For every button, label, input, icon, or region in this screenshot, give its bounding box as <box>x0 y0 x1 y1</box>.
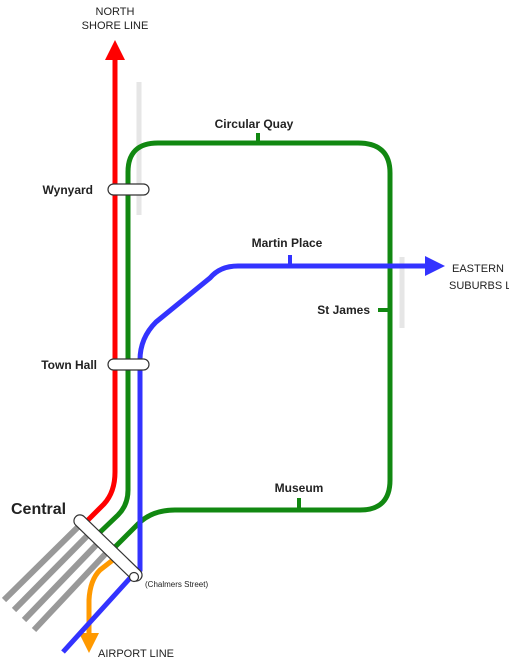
grey-line-1 <box>1 522 83 603</box>
north-shore-label-2: SHORE LINE <box>82 20 149 32</box>
chalmers-street-label: (Chalmers Street) <box>145 580 208 589</box>
airport-label: AIRPORT LINE <box>98 648 174 660</box>
st-james-label: St James <box>317 303 370 317</box>
circular-quay-label: Circular Quay <box>215 117 294 131</box>
eastern-suburbs-label-1: EASTERN <box>452 263 504 275</box>
airport-line <box>79 554 120 653</box>
martin-place-label: Martin Place <box>252 236 323 250</box>
town-hall-interchange <box>107 358 150 371</box>
grey-line-4 <box>31 546 113 633</box>
central-label: Central <box>11 501 66 518</box>
wynyard-label: Wynyard <box>43 183 93 197</box>
museum-label: Museum <box>275 481 324 495</box>
north-shore-label-1: NORTH <box>96 6 135 18</box>
grey-line-3 <box>21 538 103 623</box>
chalmers-street-interchange <box>128 571 140 583</box>
grey-line-2 <box>11 530 93 613</box>
north-shore-line <box>82 40 125 526</box>
eastern-suburbs-line <box>61 256 445 654</box>
city-circle-line <box>93 140 393 554</box>
central-interchange <box>73 514 143 582</box>
town-hall-label: Town Hall <box>41 358 97 372</box>
wynyard-interchange <box>107 183 150 196</box>
eastern-suburbs-label-2: SUBURBS LINE <box>449 280 509 292</box>
